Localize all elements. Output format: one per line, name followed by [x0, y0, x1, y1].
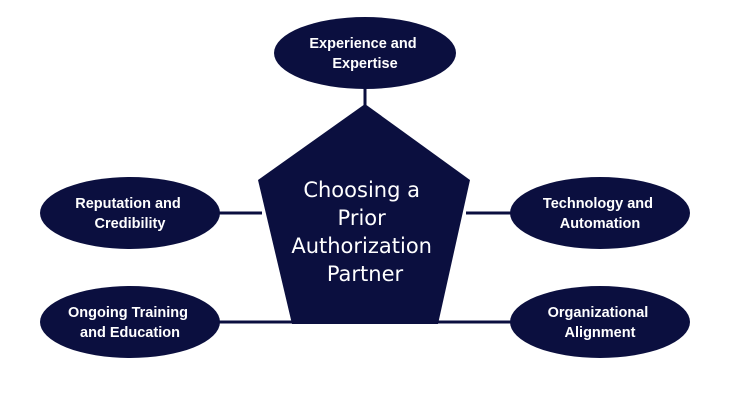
center-title: Choosing a Prior Authorization Partner — [291, 178, 438, 286]
node-label: Reputation and Credibility — [75, 196, 185, 232]
node-label-line-1: Reputation and — [75, 196, 181, 212]
node-label: Organizational Alignment — [548, 305, 653, 341]
node-label-line-2: Credibility — [95, 216, 166, 232]
node-label-line-2: Automation — [560, 216, 641, 232]
node-ellipse — [40, 286, 220, 358]
center-title-line-4: Partner — [327, 262, 404, 286]
node-label-line-2: Expertise — [332, 56, 397, 72]
node-label-line-2: Alignment — [565, 325, 636, 341]
node-reputation-and-credibility: Reputation and Credibility — [40, 177, 220, 249]
node-experience-and-expertise: Experience and Expertise — [274, 17, 456, 89]
node-label: Ongoing Training and Education — [68, 305, 192, 341]
node-ongoing-training-and-education: Ongoing Training and Education — [40, 286, 220, 358]
node-ellipse — [510, 286, 690, 358]
node-label: Technology and Automation — [543, 196, 657, 232]
center-title-line-1: Choosing a — [303, 178, 420, 202]
center-pentagon — [258, 104, 470, 324]
center-title-line-2: Prior — [338, 206, 387, 230]
node-ellipse — [274, 17, 456, 89]
node-label: Experience and Expertise — [309, 36, 420, 72]
center-title-line-3: Authorization — [291, 234, 432, 258]
node-label-line-1: Ongoing Training — [68, 305, 188, 321]
node-ellipse — [510, 177, 690, 249]
node-technology-and-automation: Technology and Automation — [510, 177, 690, 249]
node-label-line-1: Organizational — [548, 305, 649, 321]
node-label-line-1: Experience and — [309, 36, 416, 52]
node-organizational-alignment: Organizational Alignment — [510, 286, 690, 358]
node-label-line-1: Technology and — [543, 196, 653, 212]
node-ellipse — [40, 177, 220, 249]
node-label-line-2: and Education — [80, 325, 180, 341]
